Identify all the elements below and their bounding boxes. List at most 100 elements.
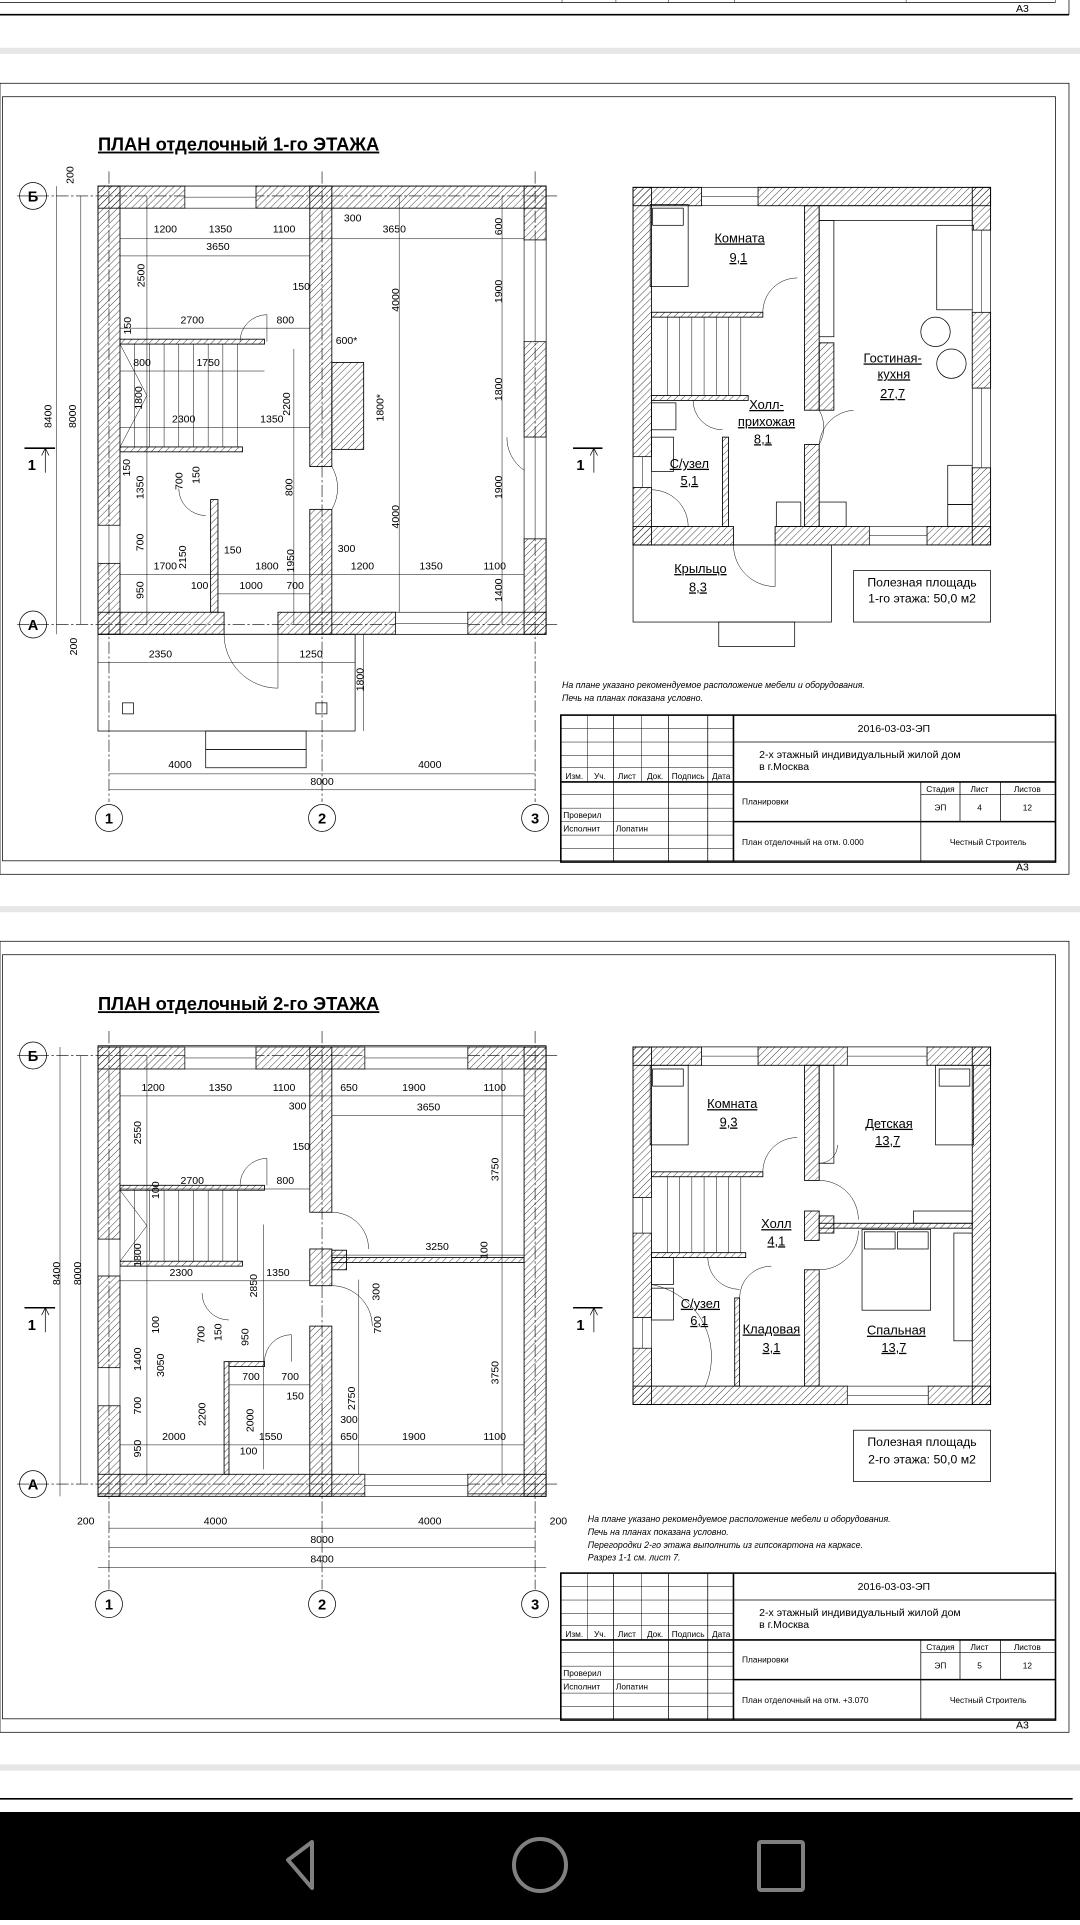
dimension-label: 700 — [286, 580, 304, 592]
door-swing — [819, 1180, 859, 1220]
dimension-label: 1800 — [255, 560, 279, 572]
furniture — [935, 1064, 974, 1146]
wall — [97, 562, 121, 635]
section-mark-label: 1 — [28, 1318, 36, 1334]
dimension-label: 1800 — [493, 378, 505, 402]
plan-title: ПЛАН отделочный 2-го ЭТАЖА — [98, 993, 379, 1014]
home-button[interactable] — [500, 1836, 580, 1896]
drawing-note: На плане указано рекомендуемое расположе… — [588, 1514, 891, 1524]
revision-header: Дата — [712, 1629, 731, 1639]
dimension-label: 1350 — [209, 1082, 233, 1094]
page-separator — [0, 1764, 1080, 1771]
dimension-label: 8000 — [310, 776, 334, 788]
revision-header: Изм. — [565, 1629, 583, 1639]
wall — [255, 185, 547, 209]
wall — [331, 1257, 525, 1263]
wall — [818, 1215, 835, 1234]
wall — [734, 1297, 741, 1387]
dimension-label: 1200 — [351, 560, 375, 572]
plan-title: ПЛАН отделочный 1-го ЭТАЖА — [98, 134, 379, 155]
dimension-label: 1750 — [196, 357, 220, 369]
dimension-label: 1900 — [493, 280, 505, 304]
wall — [523, 538, 547, 635]
dimension-label: 600 — [493, 218, 505, 236]
room-area: 9,3 — [720, 1115, 738, 1130]
wall — [804, 1269, 820, 1387]
project-name: 2-х этажный индивидуальный жилой дом — [759, 1607, 960, 1619]
dimension-label: 8400 — [310, 1553, 334, 1565]
dimension-label: 4000 — [418, 1515, 442, 1527]
room-area: 8,3 — [689, 579, 707, 594]
wall — [651, 311, 764, 318]
door-swing — [506, 437, 525, 471]
dimension-label: 700 — [134, 534, 146, 552]
furniture — [652, 1068, 684, 1087]
wall — [971, 467, 992, 546]
door-swing — [762, 1137, 798, 1172]
dimension-label: 1100 — [483, 1431, 506, 1443]
porch-column — [122, 702, 134, 715]
project-code: 2016-03-03-ЭП — [858, 1581, 930, 1593]
company-name: Честный Строитель — [950, 1695, 1027, 1705]
wall — [722, 436, 729, 527]
chair — [920, 316, 951, 347]
dimension-label: 150 — [292, 1141, 310, 1153]
sheet-outer-frame — [0, 940, 1070, 1733]
arrow-up-icon — [589, 1306, 598, 1316]
wall — [309, 508, 333, 635]
drawing-note: Перегородки 2-го этажа выполнить из гипс… — [588, 1540, 863, 1550]
dimension-label: 100 — [478, 1241, 490, 1259]
page-separator — [0, 906, 1080, 913]
android-navigation-bar — [0, 1812, 1080, 1920]
recents-button[interactable] — [740, 1836, 820, 1896]
dimension-label: 300 — [344, 213, 362, 225]
wall — [632, 1385, 848, 1405]
room-area: 13,7 — [875, 1133, 900, 1148]
dimension-label: 150 — [224, 544, 242, 556]
section-mark-label: 1 — [576, 1318, 584, 1334]
furniture — [818, 1064, 835, 1164]
furniture — [818, 220, 835, 338]
stair-arrow — [119, 1225, 148, 1262]
dimension-label: 100 — [191, 580, 209, 592]
wall — [309, 1046, 333, 1213]
dimension-label: 150 — [121, 459, 133, 477]
dimension-label: 300 — [340, 1414, 358, 1426]
dimension-label: 150 — [122, 317, 134, 335]
dimension-label: 4000 — [390, 505, 402, 529]
dimension-label: 700 — [195, 1326, 207, 1344]
dimension-label: 600* — [336, 335, 358, 347]
sheet-number: 4 — [977, 803, 982, 813]
dimension-label: 700 — [173, 472, 185, 490]
section-mark-label: 1 — [28, 458, 36, 474]
axis-bubble — [19, 182, 47, 210]
dimension-label: 700 — [281, 1371, 299, 1383]
axis-label: А — [28, 618, 39, 634]
door-swing — [733, 544, 776, 587]
back-button[interactable] — [260, 1836, 340, 1896]
dimension-label: 650 — [340, 1431, 358, 1443]
dimension-label: 200 — [64, 166, 76, 184]
dimension-label: 200 — [77, 1515, 95, 1527]
drawing-note: Разрез 1-1 см. лист 7. — [588, 1553, 681, 1563]
dimension-label: 2750 — [346, 1387, 358, 1411]
usable-area-value: 2-го этажа: 50,0 м2 — [868, 1452, 976, 1466]
section-name: Планировки — [742, 796, 789, 806]
wall — [223, 1361, 230, 1475]
arrow-up-icon — [589, 447, 598, 456]
dimension-label: 1350 — [209, 224, 233, 236]
wall — [651, 1252, 747, 1258]
dimension-label: 150 — [213, 1323, 225, 1341]
arrow-up-icon — [41, 447, 50, 456]
dimension-label: 300 — [338, 543, 356, 555]
dimension-label: 1100 — [483, 560, 506, 572]
dimension-label: 150 — [292, 281, 310, 293]
furniture — [818, 205, 973, 221]
dimension-label: 8400 — [51, 1262, 63, 1286]
room-name: Спальная — [867, 1323, 926, 1338]
dimension-label: 3650 — [383, 224, 407, 236]
usable-area-label: Полезная площадь — [867, 576, 976, 590]
